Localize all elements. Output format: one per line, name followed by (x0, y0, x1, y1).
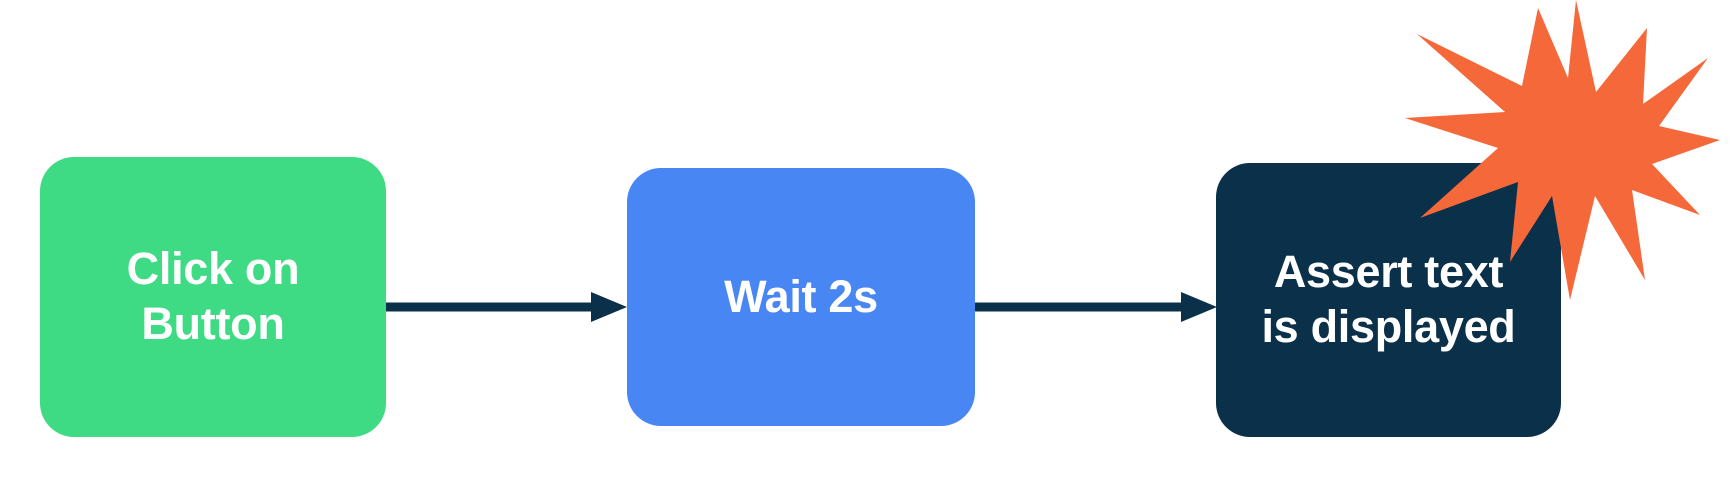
flow-node-click-on-button[interactable]: Click on Button (40, 157, 386, 437)
flow-node-label: Click on Button (126, 243, 300, 349)
starburst-shape (1405, 0, 1720, 300)
flow-node-label: Assert text is displayed (1261, 246, 1516, 352)
flow-node-assert-text-is-displayed[interactable]: Assert text is displayed (1216, 163, 1561, 437)
flow-node-wait-2s[interactable]: Wait 2s (627, 168, 975, 426)
arrowhead-icon (591, 292, 627, 322)
arrowhead-icon (1181, 292, 1217, 322)
connector-wait-to-assert (975, 292, 1217, 322)
connector-click-to-wait (386, 292, 627, 322)
flow-node-label: Wait 2s (724, 270, 878, 322)
starburst-icon (1405, 0, 1720, 300)
